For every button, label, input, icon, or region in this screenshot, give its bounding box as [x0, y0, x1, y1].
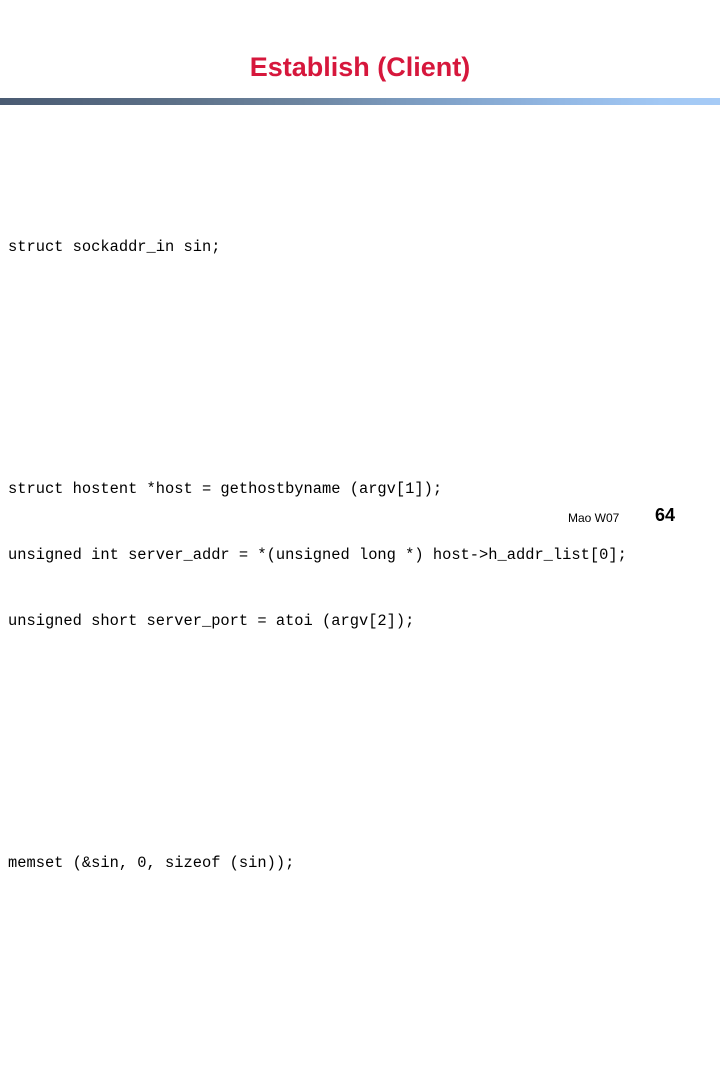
code-block: struct sockaddr_in sin; [8, 192, 712, 302]
slide-page-number: 64 [655, 505, 676, 525]
title-divider-bar [0, 98, 720, 105]
code-line: unsigned short server_port = atoi (argv[… [8, 612, 415, 630]
slide-footer: Mao W07 64 [0, 505, 720, 535]
code-blank-line [8, 346, 712, 368]
code-block: memset (&sin, 0, sizeof (sin)); [8, 808, 712, 918]
slide-canvas: Establish (Client) struct sockaddr_in si… [0, 52, 720, 872]
code-content: struct sockaddr_in sin; struct hostent *… [8, 126, 712, 1080]
page-title: Establish (Client) [249, 52, 471, 82]
code-blank-line [8, 720, 712, 742]
code-block: sin.sin_family = AF_INET; sin.sin_addr.s… [8, 1050, 712, 1080]
footer-credit: Mao W07 [568, 511, 620, 525]
code-blank-line [8, 962, 712, 984]
code-line: memset (&sin, 0, sizeof (sin)); [8, 854, 295, 872]
code-line: struct hostent *host = gethostbyname (ar… [8, 480, 443, 498]
code-block: struct hostent *host = gethostbyname (ar… [8, 434, 712, 676]
code-line: struct sockaddr_in sin; [8, 238, 221, 256]
code-line: unsigned int server_addr = *(unsigned lo… [8, 546, 627, 564]
